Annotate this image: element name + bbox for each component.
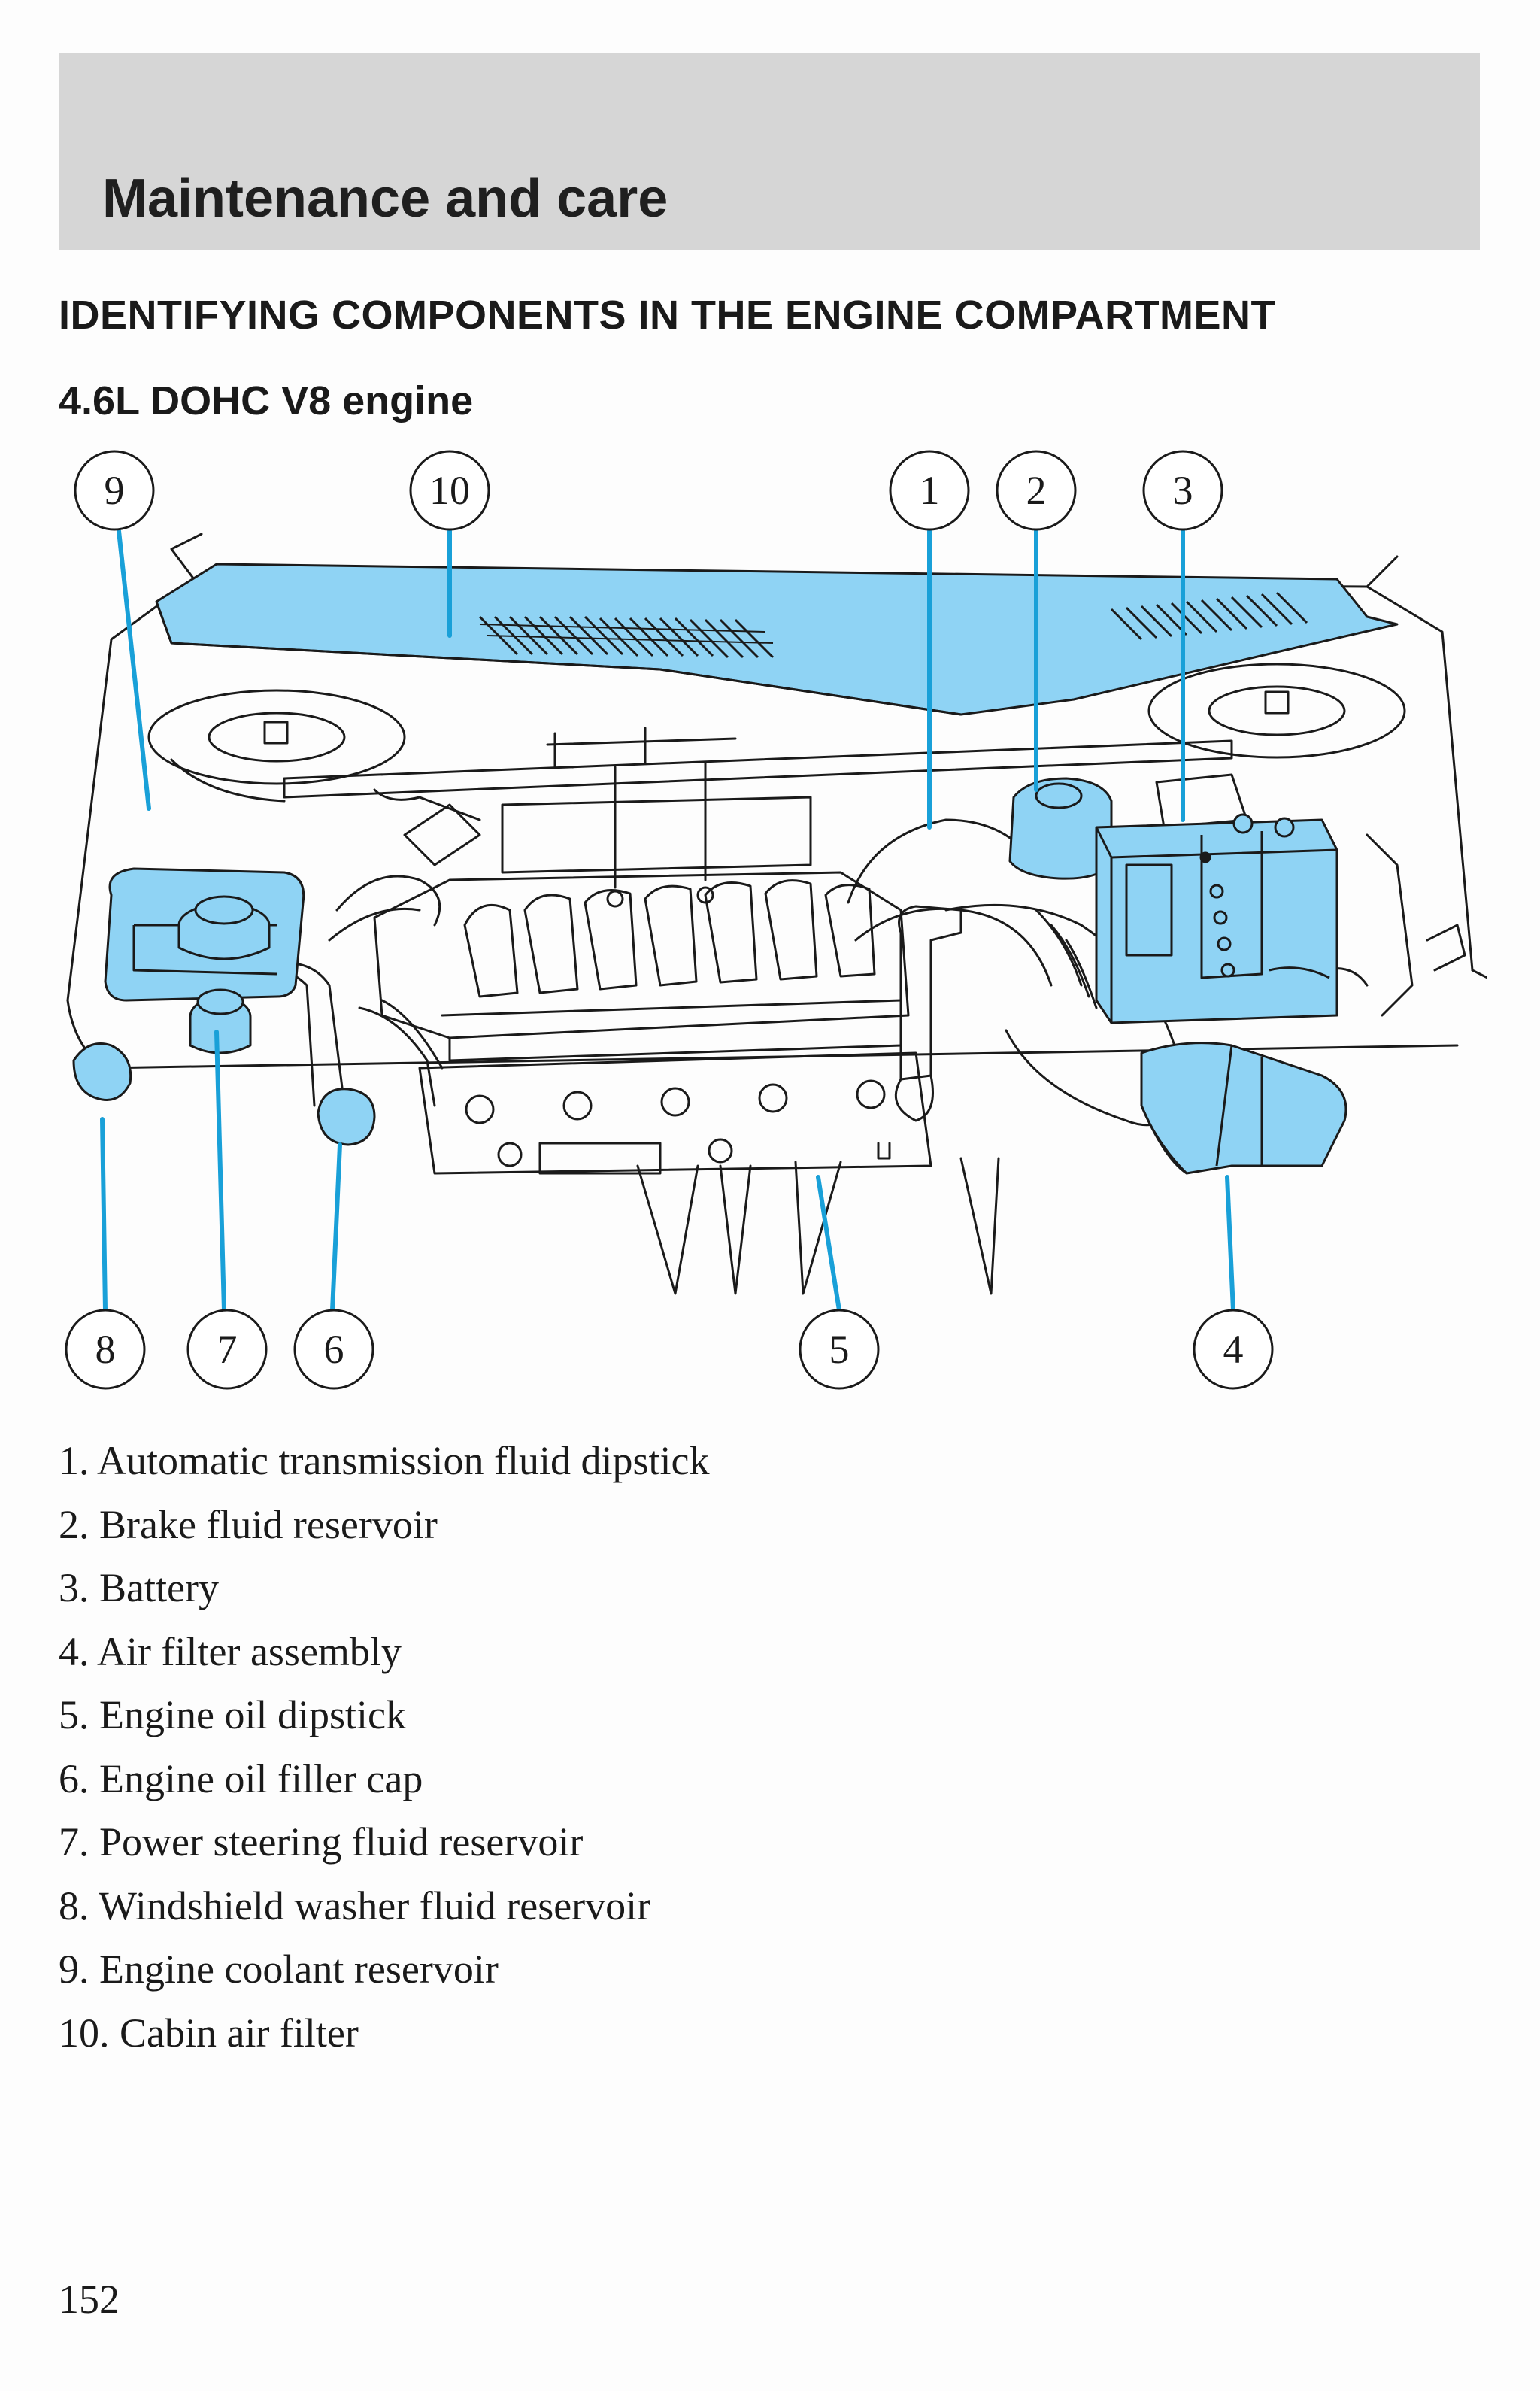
callout-number-7: 7 [217,1327,238,1372]
leader-line-5 [816,1175,841,1312]
oil-filler-cap [317,1088,376,1146]
callout-number-8: 8 [95,1327,116,1372]
callout-number-9: 9 [105,468,125,513]
leader-line-7 [214,1030,226,1312]
legend-item: 3. Battery [59,1565,219,1610]
legend-item: 5. Engine oil dipstick [59,1692,406,1737]
callout-circle-1 [889,450,970,531]
callout-circle-8 [65,1309,146,1390]
page-number: 152 [59,2277,120,2322]
legend-item: 7. Power steering fluid reservoir [59,1819,584,1865]
leader-line-6 [330,1142,342,1312]
engine-compartment-diagram: 9 10 1 2 3 8 7 6 5 4 [59,444,1487,1399]
legend-item: 6. Engine oil filler cap [59,1755,423,1801]
section-heading: IDENTIFYING COMPONENTS IN THE ENGINE COM… [59,293,1277,338]
callout-circle-4 [1193,1309,1274,1390]
washer-fluid-cap [72,1042,132,1101]
legend-item: 9. Engine coolant reservoir [59,1946,499,1992]
intake-manifold [373,762,910,1062]
callout-number-1: 1 [920,468,940,513]
callout-number-4: 4 [1223,1327,1244,1372]
component-legend: 1. Automatic transmission fluid dipstick… [59,1429,709,2065]
chapter-title: Maintenance and care [102,168,668,229]
callout-circle-3 [1142,450,1223,531]
callout-number-2: 2 [1026,468,1047,513]
legend-item: 8. Windshield washer fluid reservoir [59,1883,651,1928]
chapter-header-band [59,53,1480,250]
leader-line-4 [1225,1175,1235,1312]
leader-line-8 [100,1117,108,1312]
callout-circle-2 [996,450,1077,531]
callout-circle-5 [799,1309,880,1390]
legend-item: 4. Air filter assembly [59,1628,402,1674]
leader-line-9 [117,529,151,811]
power-steering-reservoir [189,988,252,1054]
air-filter-assembly [1140,1042,1348,1175]
legend-item: 10. Cabin air filter [59,2010,359,2056]
engine-block [418,1051,1000,1295]
left-strut-tower [147,689,406,803]
callout-circle-7 [186,1309,268,1390]
legend-item: 2. Brake fluid reservoir [59,1501,438,1547]
callout-circle-9 [74,450,155,531]
callout-number-6: 6 [324,1327,344,1372]
cabin-air-filter-cowl [155,563,1399,716]
coolant-reservoir [104,867,305,1002]
engine-subheading: 4.6L DOHC V8 engine [59,378,474,423]
callout-circle-10 [409,450,490,531]
battery [1095,813,1338,1024]
callout-circle-6 [293,1309,374,1390]
callout-number-3: 3 [1173,468,1193,513]
strut-brace [283,727,1233,799]
callout-number-10: 10 [429,468,470,513]
legend-item: 1. Automatic transmission fluid dipstick [59,1438,710,1483]
right-strut-tower [1147,663,1406,759]
callout-number-5: 5 [829,1327,850,1372]
